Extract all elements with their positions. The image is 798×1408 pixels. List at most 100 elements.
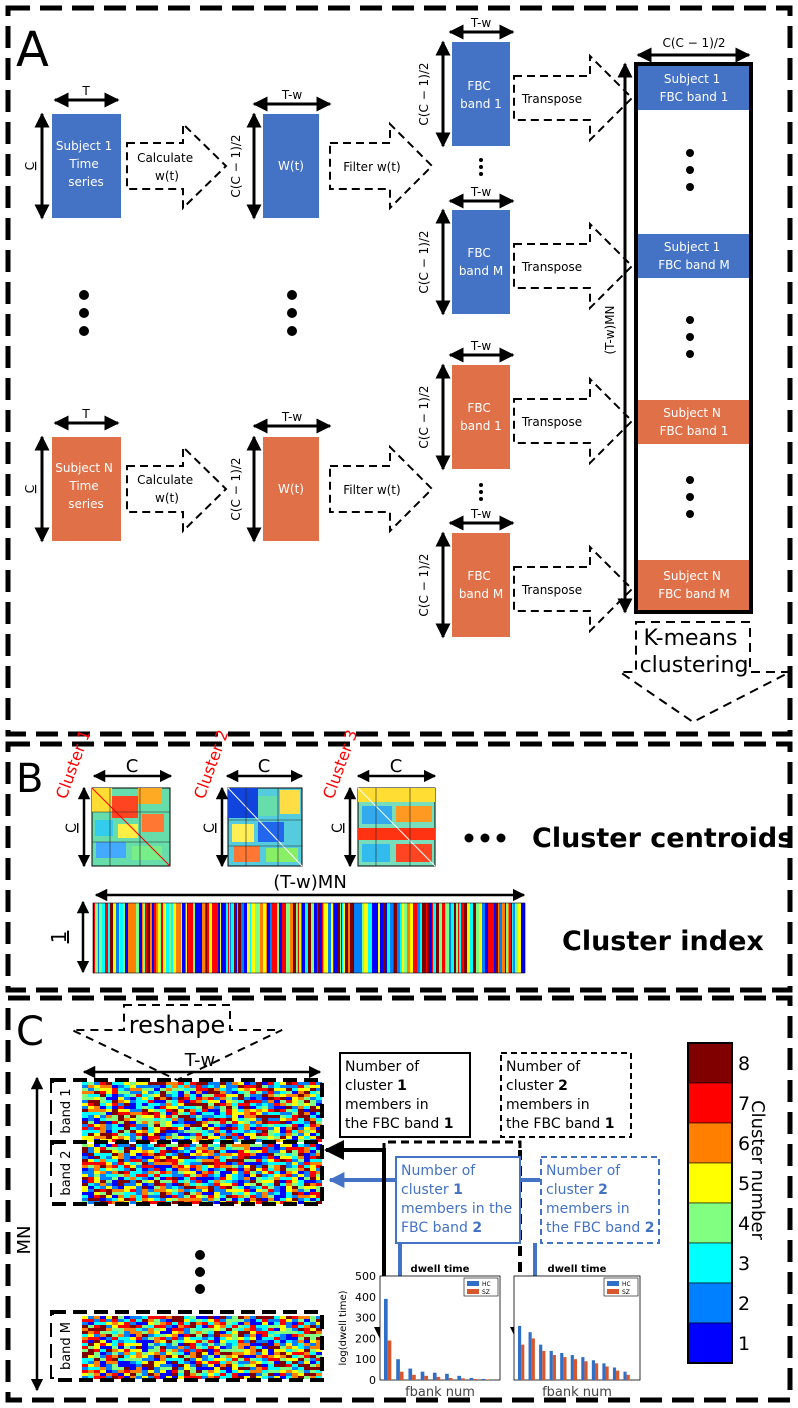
index-stripe (185, 903, 186, 973)
heat-cell (88, 1171, 94, 1174)
heat-cell (232, 1136, 238, 1139)
heat-cell (124, 1147, 130, 1150)
heat-cell (136, 1112, 142, 1115)
index-stripe (237, 903, 238, 973)
heat-cell (292, 1133, 298, 1136)
heat-cell (130, 1153, 136, 1156)
heat-cell (166, 1364, 172, 1367)
heat-cell (244, 1346, 250, 1349)
heat-cell (274, 1358, 280, 1361)
index-stripe (511, 903, 512, 973)
heat-cell (190, 1367, 196, 1370)
heat-cell (106, 1144, 112, 1147)
heat-cell (178, 1177, 184, 1180)
heat-cell (112, 1100, 118, 1103)
index-stripe (407, 903, 410, 973)
index-stripe (410, 903, 413, 973)
heat-cell (172, 1346, 178, 1349)
heat-cell (220, 1319, 226, 1322)
index-stripe (372, 903, 375, 973)
heat-cell (256, 1094, 262, 1097)
heat-cell (268, 1130, 274, 1133)
heat-cell (238, 1156, 244, 1159)
heat-cell (262, 1370, 268, 1373)
heat-cell (148, 1201, 154, 1204)
heat-cell (238, 1370, 244, 1373)
heat-cell (208, 1103, 214, 1106)
reshape-label: reshape (129, 1011, 226, 1039)
heat-cell (100, 1349, 106, 1352)
heat-cell (82, 1112, 88, 1115)
heat-cell (94, 1085, 100, 1088)
heat-cell (304, 1150, 310, 1153)
heat-cell (112, 1370, 118, 1373)
heat-cell (244, 1133, 250, 1136)
index-stripe (324, 903, 325, 973)
heat-cell (178, 1183, 184, 1186)
transpose-label: Transpose (521, 92, 582, 106)
heat-cell (112, 1367, 118, 1370)
heat-cell (178, 1106, 184, 1109)
heat-cell (208, 1085, 214, 1088)
heat-cell (88, 1112, 94, 1115)
heat-cell (130, 1370, 136, 1373)
heat-cell (154, 1189, 160, 1192)
index-stripe (228, 903, 229, 973)
heat-cell (100, 1085, 106, 1088)
heat-cell (298, 1088, 304, 1091)
bar (549, 1350, 553, 1380)
heat-cell (172, 1139, 178, 1142)
heat-cell (292, 1322, 298, 1325)
heat-cell (136, 1349, 142, 1352)
heat-cell (118, 1091, 124, 1094)
heat-cell (184, 1130, 190, 1133)
heat-cell (130, 1124, 136, 1127)
heat-cell (196, 1124, 202, 1127)
heat-cell (112, 1352, 118, 1355)
heat-cell (298, 1124, 304, 1127)
heat-cell (256, 1316, 262, 1319)
heat-cell (220, 1100, 226, 1103)
heat-cell (274, 1177, 280, 1180)
heat-cell (100, 1352, 106, 1355)
heat-cell (232, 1334, 238, 1337)
heat-cell (124, 1106, 130, 1109)
heat-cell (244, 1180, 250, 1183)
heat-cell (148, 1082, 154, 1085)
heat-cell (166, 1162, 172, 1165)
heat-cell (130, 1328, 136, 1331)
heat-cell (118, 1174, 124, 1177)
heat-cell (124, 1189, 130, 1192)
heat-cell (190, 1144, 196, 1147)
heat-cell (280, 1349, 286, 1352)
heat-cell (94, 1370, 100, 1373)
heat-cell (280, 1352, 286, 1355)
colorbar-swatch (687, 1202, 733, 1244)
heat-cell (112, 1091, 118, 1094)
heat-cell (208, 1088, 214, 1091)
heat-cell (154, 1133, 160, 1136)
heat-cell (88, 1088, 94, 1091)
index-stripe (305, 903, 308, 973)
heat-cell (244, 1343, 250, 1346)
heat-cell (292, 1343, 298, 1346)
heat-cell (82, 1144, 88, 1147)
index-stripe (509, 903, 511, 973)
heat-cell (106, 1322, 112, 1325)
heat-cell (256, 1112, 262, 1115)
heat-cell (244, 1165, 250, 1168)
heat-cell (268, 1370, 274, 1373)
heat-cell (148, 1094, 154, 1097)
heat-cell (244, 1103, 250, 1106)
heat-cell (148, 1171, 154, 1174)
filter-label: Filter w(t) (343, 160, 400, 174)
heat-cell (142, 1171, 148, 1174)
heat-cell (202, 1198, 208, 1201)
heat-cell (160, 1186, 166, 1189)
heat-cell (280, 1189, 286, 1192)
heat-cell (130, 1337, 136, 1340)
heat-cell (304, 1156, 310, 1159)
heat-cell (196, 1334, 202, 1337)
heat-cell (208, 1091, 214, 1094)
